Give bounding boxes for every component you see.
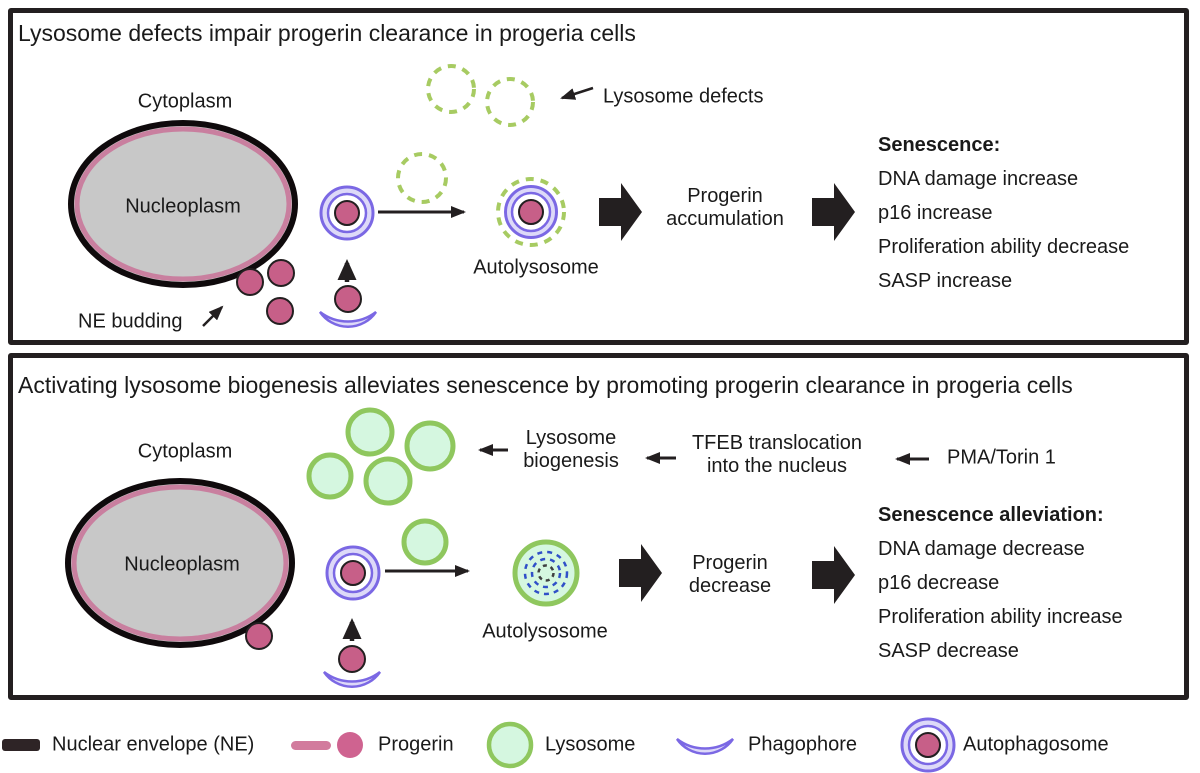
bottom-panel-title: Activating lysosome biogenesis alleviate… [18,372,1073,398]
senescence-item: p16 decrease [878,572,1000,594]
progerin-accumulation-label: Progerin accumulation [666,185,784,230]
block-arrow [812,183,855,241]
progerin-icon [291,732,363,758]
top-panel-title: Lysosome defects impair progerin clearan… [18,20,636,46]
progerin-icon [245,622,273,650]
nuclear-envelope-icon [2,739,40,751]
senescence-heading: Senescence: [878,134,1001,156]
lysosome-biogenesis-label: Lysosome biogenesis [523,427,619,472]
phagophore-icon [675,738,735,755]
tfeb-translocation-label: TFEB translocation into the nucleus [691,432,863,477]
senescence-item: Proliferation ability increase [878,606,1123,628]
progerin-icon [338,645,366,673]
legend-label-nuclear-envelope: Nuclear envelope (NE) [52,733,255,756]
block-arrow [599,183,642,241]
senescence-list: Senescence: DNA damage increase p16 incr… [878,128,1129,298]
progerin-decrease-label: Progerin decrease [688,552,772,597]
nucleoplasm-label: Nucleoplasm [125,195,241,218]
top-panel-graphics [68,64,855,328]
lysosome-defects-arrow [560,86,594,100]
senescence-item: SASP increase [878,270,1013,292]
top-panel-frame [8,8,1189,345]
legend-label-progerin: Progerin [378,733,454,756]
legend-label-phagophore: Phagophore [748,733,857,756]
bottom-panel-frame [8,353,1189,700]
ne-budding-label: NE budding [78,310,183,333]
autolysosome-label: Autolysosome [482,620,608,643]
senescence-heading: Senescence alleviation: [878,504,1104,526]
nucleus-shape [68,120,298,288]
legend-label-autophagosome: Autophagosome [963,733,1109,756]
defective-lysosome-icon [396,64,535,204]
autolysosome-icon [496,177,566,247]
phagophore-icon [318,311,378,328]
nucleoplasm-label: Nucleoplasm [124,553,240,576]
senescence-item: Proliferation ability decrease [878,236,1130,258]
autophagosome-icon [319,185,375,241]
autolysosome-label: Autolysosome [473,256,599,279]
senescence-alleviation-list: Senescence alleviation: DNA damage decre… [878,498,1123,668]
cytoplasm-label: Cytoplasm [137,90,233,113]
senescence-item: p16 increase [878,202,993,224]
pma-torin-label: PMA/Torin 1 [947,446,1056,469]
legend-label-lysosome: Lysosome [545,733,636,756]
lysosome-icon [306,407,456,566]
autophagosome-icon [900,717,956,773]
senescence-item: DNA damage decrease [878,538,1085,560]
nucleus-shape [65,478,295,648]
ne-budding-arrow [202,305,224,327]
senescence-item: DNA damage increase [878,168,1079,190]
cytoplasm-label: Cytoplasm [137,440,233,463]
bottom-panel-graphics [65,407,929,688]
phagophore-icon [322,671,382,688]
autophagosome-icon [325,545,381,601]
lysosome-icon [486,721,534,769]
lysosome-defects-label: Lysosome defects [603,85,764,108]
block-arrow [619,544,662,602]
block-arrow [812,546,855,604]
progerin-icon [334,285,362,313]
senescence-item: SASP decrease [878,640,1019,662]
progerin-icon [236,259,295,325]
legend-graphics [2,717,956,773]
autolysosome-icon [512,539,580,607]
